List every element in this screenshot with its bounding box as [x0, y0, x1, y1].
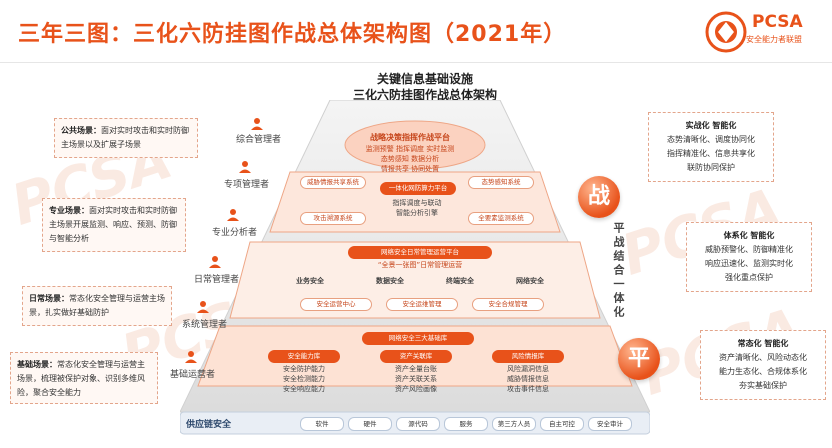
page-title: 三年三图：三化六防挂图作战总体架构图（2021年）	[18, 22, 567, 47]
supply-item: 自主可控	[540, 417, 584, 431]
supply-item: 安全审计	[588, 417, 632, 431]
mid-core-2: 智能分析引擎	[396, 209, 438, 217]
user-icon	[209, 256, 221, 268]
supply-chain-label: 供应链安全	[186, 420, 232, 430]
user-icon	[185, 351, 197, 363]
ops-col: 终端安全	[446, 277, 474, 285]
user-icon	[227, 209, 239, 221]
mid-right-top: 态势感知系统	[468, 176, 534, 189]
ops-col: 网络安全	[516, 277, 544, 285]
role-label: 基础运营者	[170, 370, 216, 380]
supply-item: 软件	[300, 417, 344, 431]
ops-pill: 安全运维管理	[386, 298, 458, 311]
library-items: 风险漏洞信息威胁情报信息攻击事件信息	[507, 365, 549, 393]
role-label: 专业分析者	[212, 228, 258, 238]
role-label: 日常管理者	[194, 275, 240, 285]
scenario-note: 基础场景：常态化安全管理与运营主场景，梳理被保护对象、识别多维风险，聚合安全能力	[10, 352, 158, 404]
supply-item: 服务	[444, 417, 488, 431]
architecture-title-line2: 三化六防挂图作战总体架构	[352, 88, 497, 102]
ops-pill: 安全运营中心	[300, 298, 372, 311]
scenario-note: 专业场景：面对实时攻击和实时防御主场景开展监测、响应、预测、防御与智能分析	[42, 198, 186, 252]
ops-pill: 安全合规管理	[472, 298, 544, 311]
architecture-title-line1: 关键信息基础设施	[376, 72, 473, 86]
top-layer-title: 战略决策指挥作战平台	[370, 133, 450, 142]
ops-col: 数据安全	[376, 277, 404, 285]
top-layer-items: 监测预警 指挥调度 实时监测 态势感知 数据分析 情报共享 协同处置	[365, 145, 455, 173]
supply-item: 第三方人员	[492, 417, 536, 431]
logo-text: PCSA	[752, 12, 803, 32]
logo-subtitle: 安全能力者联盟	[746, 35, 802, 44]
mid-core-1: 指挥调度与联动	[392, 199, 442, 207]
user-icon	[251, 118, 263, 130]
library-items: 安全防护能力安全检测能力安全响应能力	[283, 365, 325, 393]
right-panel: 体系化 智能化 威胁预警化、防御精准化 响应迅速化、监测实时化 强化重点保护	[686, 222, 812, 292]
user-icon	[197, 301, 209, 313]
role-label: 综合管理者	[236, 135, 282, 145]
mid-left-bottom: 攻击溯源系统	[300, 212, 366, 225]
scenario-note: 公共场景：面对实时攻击和实时防御主场景以及扩展子场景	[54, 118, 198, 158]
right-panel: 常态化 智能化 资产清晰化、风险动态化 能力生态化、合规体系化 夯实基础保护	[700, 330, 826, 400]
scenario-note: 日常场景：常态化安全管理与运营主场景，扎实做好基础防护	[22, 286, 172, 326]
role-label: 系统管理者	[182, 320, 228, 330]
ops-layer-subtitle: “全景一张图”日常管理运营	[377, 261, 463, 269]
pcsa-logo-icon	[705, 11, 747, 53]
supply-item: 硬件	[348, 417, 392, 431]
role-label: 专项管理者	[224, 180, 270, 190]
supply-item: 源代码	[396, 417, 440, 431]
peace-circle: 平	[618, 338, 660, 380]
base-layer-title: 网络安全三大基础库	[362, 332, 474, 345]
header-divider	[0, 62, 832, 63]
ops-col: 业务安全	[296, 277, 324, 285]
ops-layer-title: 网络安全日常管理运营平台	[348, 246, 492, 259]
library-name: 风险情报库	[492, 350, 564, 363]
mid-center-platform: 一体化网防算力平台	[380, 182, 456, 195]
library-items: 资产全量台账资产关联关系资产风险画像	[395, 365, 437, 393]
library-name: 安全能力库	[268, 350, 340, 363]
mid-left-top: 威胁情报共享系统	[300, 176, 366, 189]
integration-vertical-text: 平战结合一体化	[612, 222, 625, 320]
mid-right-bottom: 全要素监测系统	[468, 212, 534, 225]
library-name: 资产关联库	[380, 350, 452, 363]
war-circle: 战	[578, 176, 620, 218]
right-panel: 实战化 智能化 态势清晰化、调度协同化 指挥精准化、信息共享化 联防协同保护	[648, 112, 774, 182]
user-icon	[239, 161, 251, 173]
